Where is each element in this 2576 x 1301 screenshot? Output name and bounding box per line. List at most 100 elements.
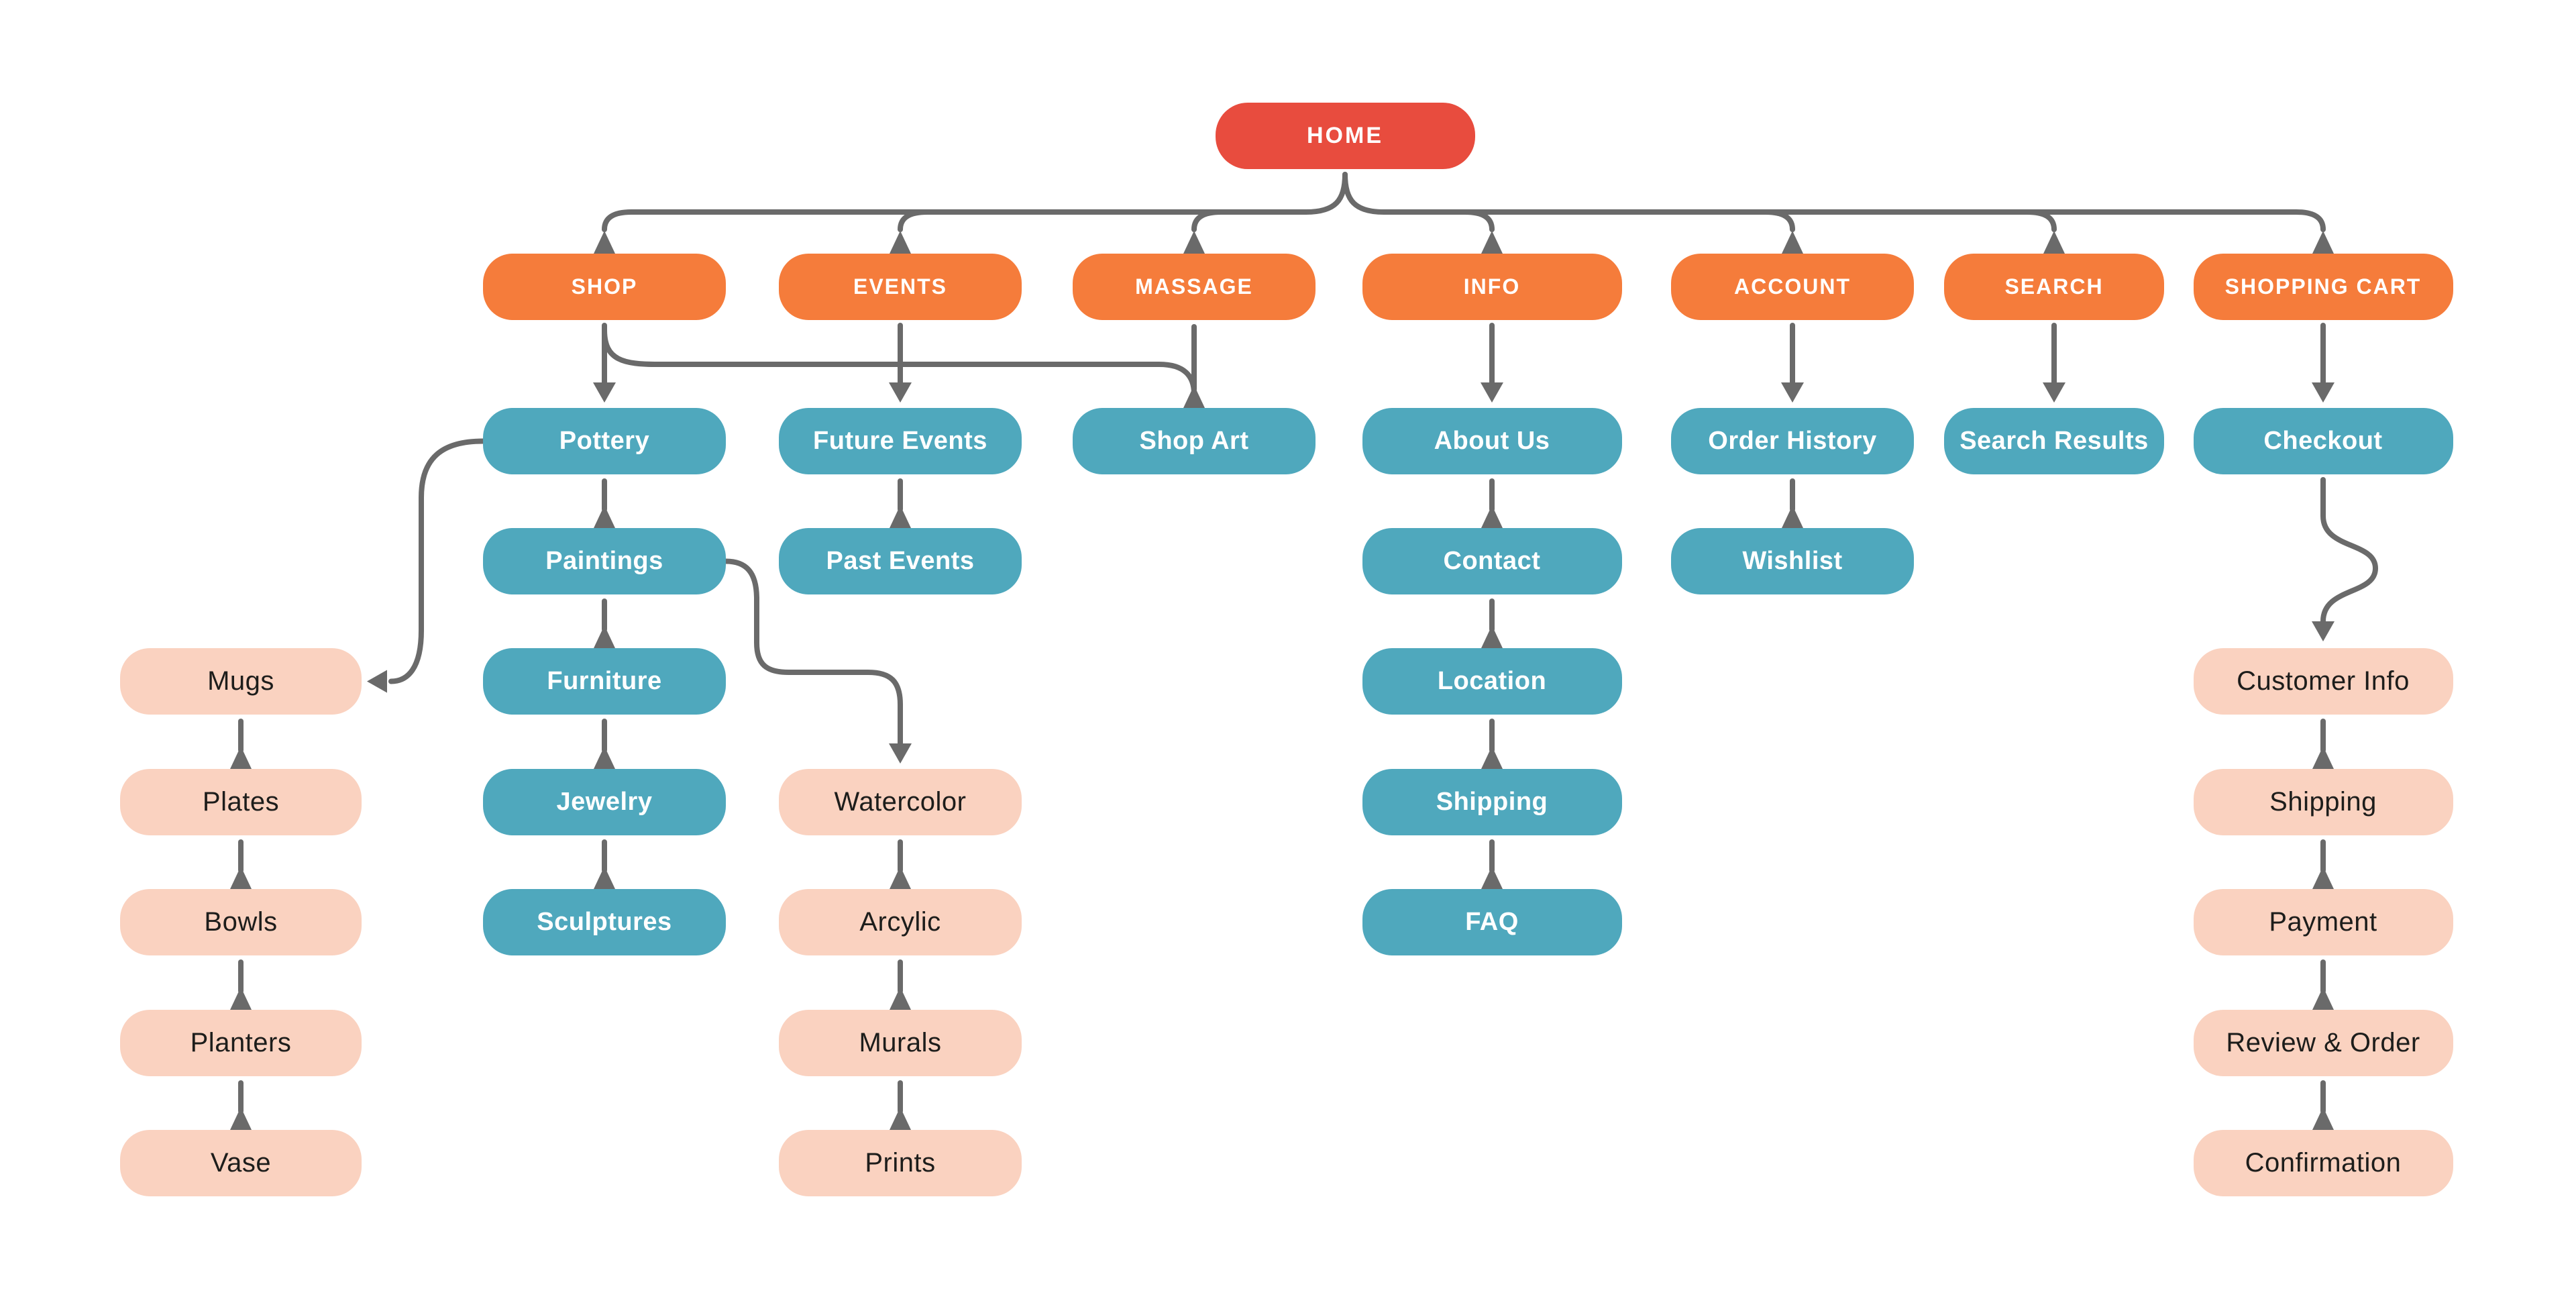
- node-info[interactable]: INFO: [1362, 254, 1622, 320]
- node-label: Order History: [1708, 427, 1877, 455]
- node-plates[interactable]: Plates: [120, 769, 362, 835]
- arrow-foot: [1183, 385, 1205, 408]
- node-jewelry[interactable]: Jewelry: [483, 769, 726, 835]
- edge-home-drop: [1191, 209, 1224, 232]
- arrow-foot: [2312, 231, 2334, 254]
- arrow-foot: [230, 987, 252, 1010]
- arrowhead-down: [2043, 382, 2065, 403]
- arrow-foot: [1782, 505, 1803, 528]
- arrowhead-down: [1481, 382, 1503, 403]
- node-label: Bowls: [204, 907, 278, 937]
- node-label: SHOP: [571, 274, 638, 299]
- node-bowls[interactable]: Bowls: [120, 889, 362, 955]
- arrow-foot: [230, 746, 252, 769]
- node-search[interactable]: SEARCH: [1944, 254, 2164, 320]
- node-review-order[interactable]: Review & Order: [2193, 1010, 2453, 1076]
- node-events[interactable]: EVENTS: [779, 254, 1022, 320]
- arrowhead-down: [1781, 382, 1804, 403]
- node-label: Paintings: [545, 547, 663, 575]
- node-shop[interactable]: SHOP: [483, 254, 726, 320]
- node-watercolor[interactable]: Watercolor: [779, 769, 1022, 835]
- node-checkout[interactable]: Checkout: [2193, 408, 2453, 474]
- arrow-foot: [594, 746, 615, 769]
- node-customer-info[interactable]: Customer Info: [2193, 648, 2453, 715]
- arrowhead-down: [889, 743, 912, 764]
- node-contact[interactable]: Contact: [1362, 528, 1622, 594]
- node-massage[interactable]: MASSAGE: [1073, 254, 1316, 320]
- arrow-foot: [230, 1107, 252, 1130]
- node-label: Future Events: [813, 427, 987, 455]
- arrow-foot: [2312, 1107, 2334, 1130]
- arrowhead-down: [2312, 621, 2334, 641]
- node-prints[interactable]: Prints: [779, 1130, 1022, 1196]
- arrow-foot: [1183, 231, 1205, 254]
- node-label: MASSAGE: [1135, 274, 1253, 299]
- node-label: Payment: [2269, 907, 2377, 937]
- node-label: Furniture: [547, 667, 662, 695]
- node-label: Past Events: [826, 547, 975, 575]
- node-label: Shipping: [2269, 787, 2377, 817]
- node-pottery[interactable]: Pottery: [483, 408, 726, 474]
- node-mugs[interactable]: Mugs: [120, 648, 362, 715]
- edge-pottery-mugs: [388, 438, 486, 684]
- edge-home-right-bus: [1342, 172, 2326, 232]
- arrow-foot: [2312, 746, 2334, 769]
- node-label: Checkout: [2263, 427, 2383, 455]
- node-sculptures[interactable]: Sculptures: [483, 889, 726, 955]
- node-past-events[interactable]: Past Events: [779, 528, 1022, 594]
- arrow-foot: [1481, 866, 1503, 889]
- arrowhead-down: [2312, 382, 2334, 403]
- node-planters[interactable]: Planters: [120, 1010, 362, 1076]
- node-shop-art[interactable]: Shop Art: [1073, 408, 1316, 474]
- arrow-foot: [1481, 231, 1503, 254]
- node-order-history[interactable]: Order History: [1671, 408, 1914, 474]
- arrow-foot: [1481, 746, 1503, 769]
- node-murals[interactable]: Murals: [779, 1010, 1022, 1076]
- node-furniture[interactable]: Furniture: [483, 648, 726, 715]
- node-vase[interactable]: Vase: [120, 1130, 362, 1196]
- node-shopping-cart[interactable]: SHOPPING CART: [2193, 254, 2453, 320]
- arrow-foot: [594, 505, 615, 528]
- node-label: Planters: [190, 1028, 292, 1057]
- edge-checkout-customer-info: [2320, 477, 2379, 624]
- node-about-us[interactable]: About Us: [1362, 408, 1622, 474]
- node-label: EVENTS: [853, 274, 948, 299]
- node-home[interactable]: HOME: [1215, 103, 1475, 169]
- node-label: Mugs: [207, 666, 274, 696]
- node-arcylic[interactable]: Arcylic: [779, 889, 1022, 955]
- node-label: Sculptures: [537, 908, 672, 936]
- arrowhead-down: [593, 382, 616, 403]
- node-label: Plates: [202, 787, 280, 817]
- node-label: Pottery: [559, 427, 650, 455]
- node-label: Confirmation: [2245, 1148, 2402, 1178]
- arrowhead-down: [889, 382, 912, 403]
- edge-home-left-bus: [602, 172, 1348, 232]
- arrow-foot: [890, 505, 911, 528]
- node-shipping-info[interactable]: Shipping: [1362, 769, 1622, 835]
- node-wishlist[interactable]: Wishlist: [1671, 528, 1914, 594]
- arrow-foot: [890, 987, 911, 1010]
- arrow-foot: [594, 625, 615, 648]
- node-label: Prints: [865, 1148, 936, 1178]
- arrow-foot: [890, 1107, 911, 1130]
- node-location[interactable]: Location: [1362, 648, 1622, 715]
- node-label: SEARCH: [2004, 274, 2104, 299]
- node-future-events[interactable]: Future Events: [779, 408, 1022, 474]
- edge-home-drop: [1763, 209, 1795, 232]
- node-label: Customer Info: [2237, 666, 2410, 696]
- node-payment[interactable]: Payment: [2193, 889, 2453, 955]
- node-account[interactable]: ACCOUNT: [1671, 254, 1914, 320]
- node-label: Murals: [859, 1028, 942, 1057]
- node-label: Wishlist: [1742, 547, 1843, 575]
- node-faq[interactable]: FAQ: [1362, 889, 1622, 955]
- node-paintings[interactable]: Paintings: [483, 528, 726, 594]
- node-label: INFO: [1463, 274, 1521, 299]
- node-shipping-checkout[interactable]: Shipping: [2193, 769, 2453, 835]
- node-search-results[interactable]: Search Results: [1944, 408, 2164, 474]
- edge-paintings-watercolor: [723, 558, 903, 747]
- node-label: Contact: [1443, 547, 1541, 575]
- node-confirmation[interactable]: Confirmation: [2193, 1130, 2453, 1196]
- node-label: Vase: [210, 1148, 272, 1178]
- arrow-foot: [2312, 866, 2334, 889]
